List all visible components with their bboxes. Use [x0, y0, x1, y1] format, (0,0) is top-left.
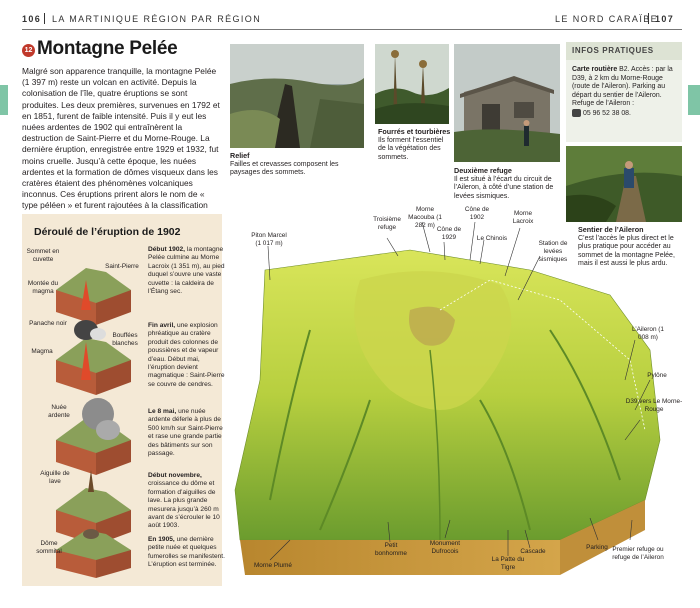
- eruption-step-text: croissance du dôme et formation d’aiguil…: [148, 480, 220, 530]
- fourres-caption-text: Ils forment l’essentiel de la végétation…: [378, 136, 444, 161]
- relief-caption: Relief Failles et crevasses composent le…: [230, 151, 364, 178]
- fourres-caption: Fourrés et tourbières Ils forment l’esse…: [378, 127, 452, 162]
- right-edge-tab: [688, 85, 700, 115]
- eruption-step-text: une explosion phréatique au cratère prod…: [148, 322, 225, 388]
- fourres-photo: [375, 44, 449, 124]
- header-divider: [648, 13, 649, 24]
- label-bouffees-blanches: Bouffées blanches: [112, 332, 138, 347]
- intro-paragraph: Malgré son apparence tranquille, la mont…: [22, 66, 220, 233]
- refuge-caption-text: Il est situé à l’écart du circuit de l’A…: [454, 175, 554, 200]
- label-sommet-cuvette: Sommet en cuvette: [26, 248, 60, 263]
- label-montee-magma: Montée du magma: [27, 280, 59, 295]
- header-divider: [44, 13, 45, 24]
- fourres-caption-title: Fourrés et tourbières: [378, 127, 451, 136]
- map-leaders: [267, 221, 651, 561]
- infos-access: B2. Accès : par la D39, à 2 km du Morne-…: [572, 66, 673, 108]
- label-magma: Magma: [31, 348, 53, 355]
- eruption-step-text: une nuée ardente déferle à plus de 500 k…: [148, 408, 223, 458]
- eruption-step-date: Le 8 mai,: [148, 408, 177, 415]
- map-label-parking: Parking: [586, 544, 608, 551]
- diagram-5: [56, 529, 131, 578]
- left-edge-tab: [0, 85, 8, 115]
- eruption-step-1: Début 1902, la montagne Pelée culmine au…: [148, 246, 228, 296]
- eruption-step-text: la montagne Pelée culmine au Morne Lacro…: [148, 246, 225, 296]
- diagram-1: [56, 268, 131, 325]
- infos-phone: 05 96 52 38 08.: [583, 109, 631, 117]
- eruption-step-date: En 1905,: [148, 536, 175, 543]
- label-nuee-ardente: Nuée ardente: [48, 404, 70, 419]
- infos-text: Carte routière B2. Accès : par la D39, à…: [572, 66, 677, 118]
- eruption-diagrams: [56, 268, 131, 578]
- eruption-step-5: En 1905, une dernière petite nuée et que…: [148, 536, 228, 570]
- label-panache-noir: Panache noir: [29, 320, 67, 327]
- left-running-title: La Martinique région par région: [52, 14, 262, 24]
- refuge-photo: [454, 44, 560, 162]
- label-saint-pierre: Saint-Pierre: [105, 263, 139, 270]
- eruption-step-4: Début novembre, croissance du dôme et fo…: [148, 472, 228, 531]
- map-label-patte-tigre: La Patte du Tigre: [491, 556, 525, 571]
- eruption-step-date: Fin avril,: [148, 322, 176, 329]
- diagram-3: [56, 398, 131, 475]
- aileron-caption-text: C’est l’accès le plus direct et le plus …: [578, 234, 675, 268]
- label-aiguille-lave: Aiguille de lave: [40, 470, 70, 485]
- map-label-d39: D39 vers Le Morne-Rouge: [625, 398, 683, 413]
- aileron-photo: [566, 146, 682, 222]
- map-label-troisieme-refuge: Troisième refuge: [373, 216, 401, 231]
- relief-caption-title: Relief: [230, 151, 250, 160]
- map-label-le-chinois: Le Chinois: [476, 235, 508, 242]
- map-label-cascade: Cascade: [520, 548, 546, 555]
- relief-photo: [230, 44, 364, 148]
- relief-caption-text: Failles et crevasses composent les paysa…: [230, 160, 339, 177]
- map-label-station-sismique: Station de levées sismiques: [538, 240, 568, 263]
- page-title: Montagne Pelée: [37, 38, 178, 59]
- map-label-premier-refuge: Premier refuge ou refuge de l’Aileron: [612, 546, 664, 561]
- eruption-step-3: Le 8 mai, une nuée ardente déferle à plu…: [148, 408, 228, 458]
- mountain-illustration: [234, 249, 661, 575]
- aileron-caption: Sentier de l’Aileron C’est l’accès le pl…: [578, 225, 682, 269]
- aileron-caption-title: Sentier de l’Aileron: [578, 225, 644, 234]
- map-label-petit-bonhomme: Petit bonhomme: [375, 542, 407, 557]
- infos-label: Carte routière: [572, 66, 618, 73]
- diagram-2: [56, 320, 131, 395]
- eruption-title: Déroulé de l’éruption de 1902: [34, 226, 181, 238]
- refuge-caption: Deuxième refuge Il est situé à l’écart d…: [454, 166, 564, 201]
- map-label-aileron: L’Aileron (1 008 m): [632, 326, 664, 341]
- right-page-number: 107: [655, 14, 675, 24]
- map-label-cone-1902: Cône de 1902: [464, 206, 490, 221]
- site-number-badge: 12: [22, 44, 35, 57]
- header-rule: [22, 29, 682, 30]
- map-label-monument: Monument Dufrocois: [429, 540, 461, 555]
- map-label-piton-marcel: Piton Marcel (1 017 m): [251, 232, 287, 247]
- infos-heading: INFOS PRATIQUES: [566, 42, 682, 60]
- eruption-step-text: une dernière petite nuée et quelques fum…: [148, 536, 225, 569]
- map-label-morne-lacroix: Morne Lacroix: [512, 210, 534, 225]
- map-label-morne-macouba: Morne Macouba (1 282 m): [408, 206, 442, 229]
- refuge-caption-title: Deuxième refuge: [454, 166, 512, 175]
- label-dome-sommital: Dôme sommital: [36, 540, 62, 555]
- map-label-cone-1929: Cône de 1929: [436, 226, 462, 241]
- eruption-step-date: Début novembre,: [148, 472, 202, 479]
- phone-icon: [572, 108, 581, 117]
- left-page-number: 106: [22, 14, 42, 24]
- map-label-morne-plume: Morne Plumé: [253, 562, 292, 569]
- map-label-pylone: Pylône: [647, 372, 667, 379]
- eruption-step-date: Début 1902,: [148, 246, 186, 253]
- eruption-step-2: Fin avril, une explosion phréatique au c…: [148, 322, 228, 389]
- right-running-title: Le Nord Caraïbe: [555, 14, 659, 24]
